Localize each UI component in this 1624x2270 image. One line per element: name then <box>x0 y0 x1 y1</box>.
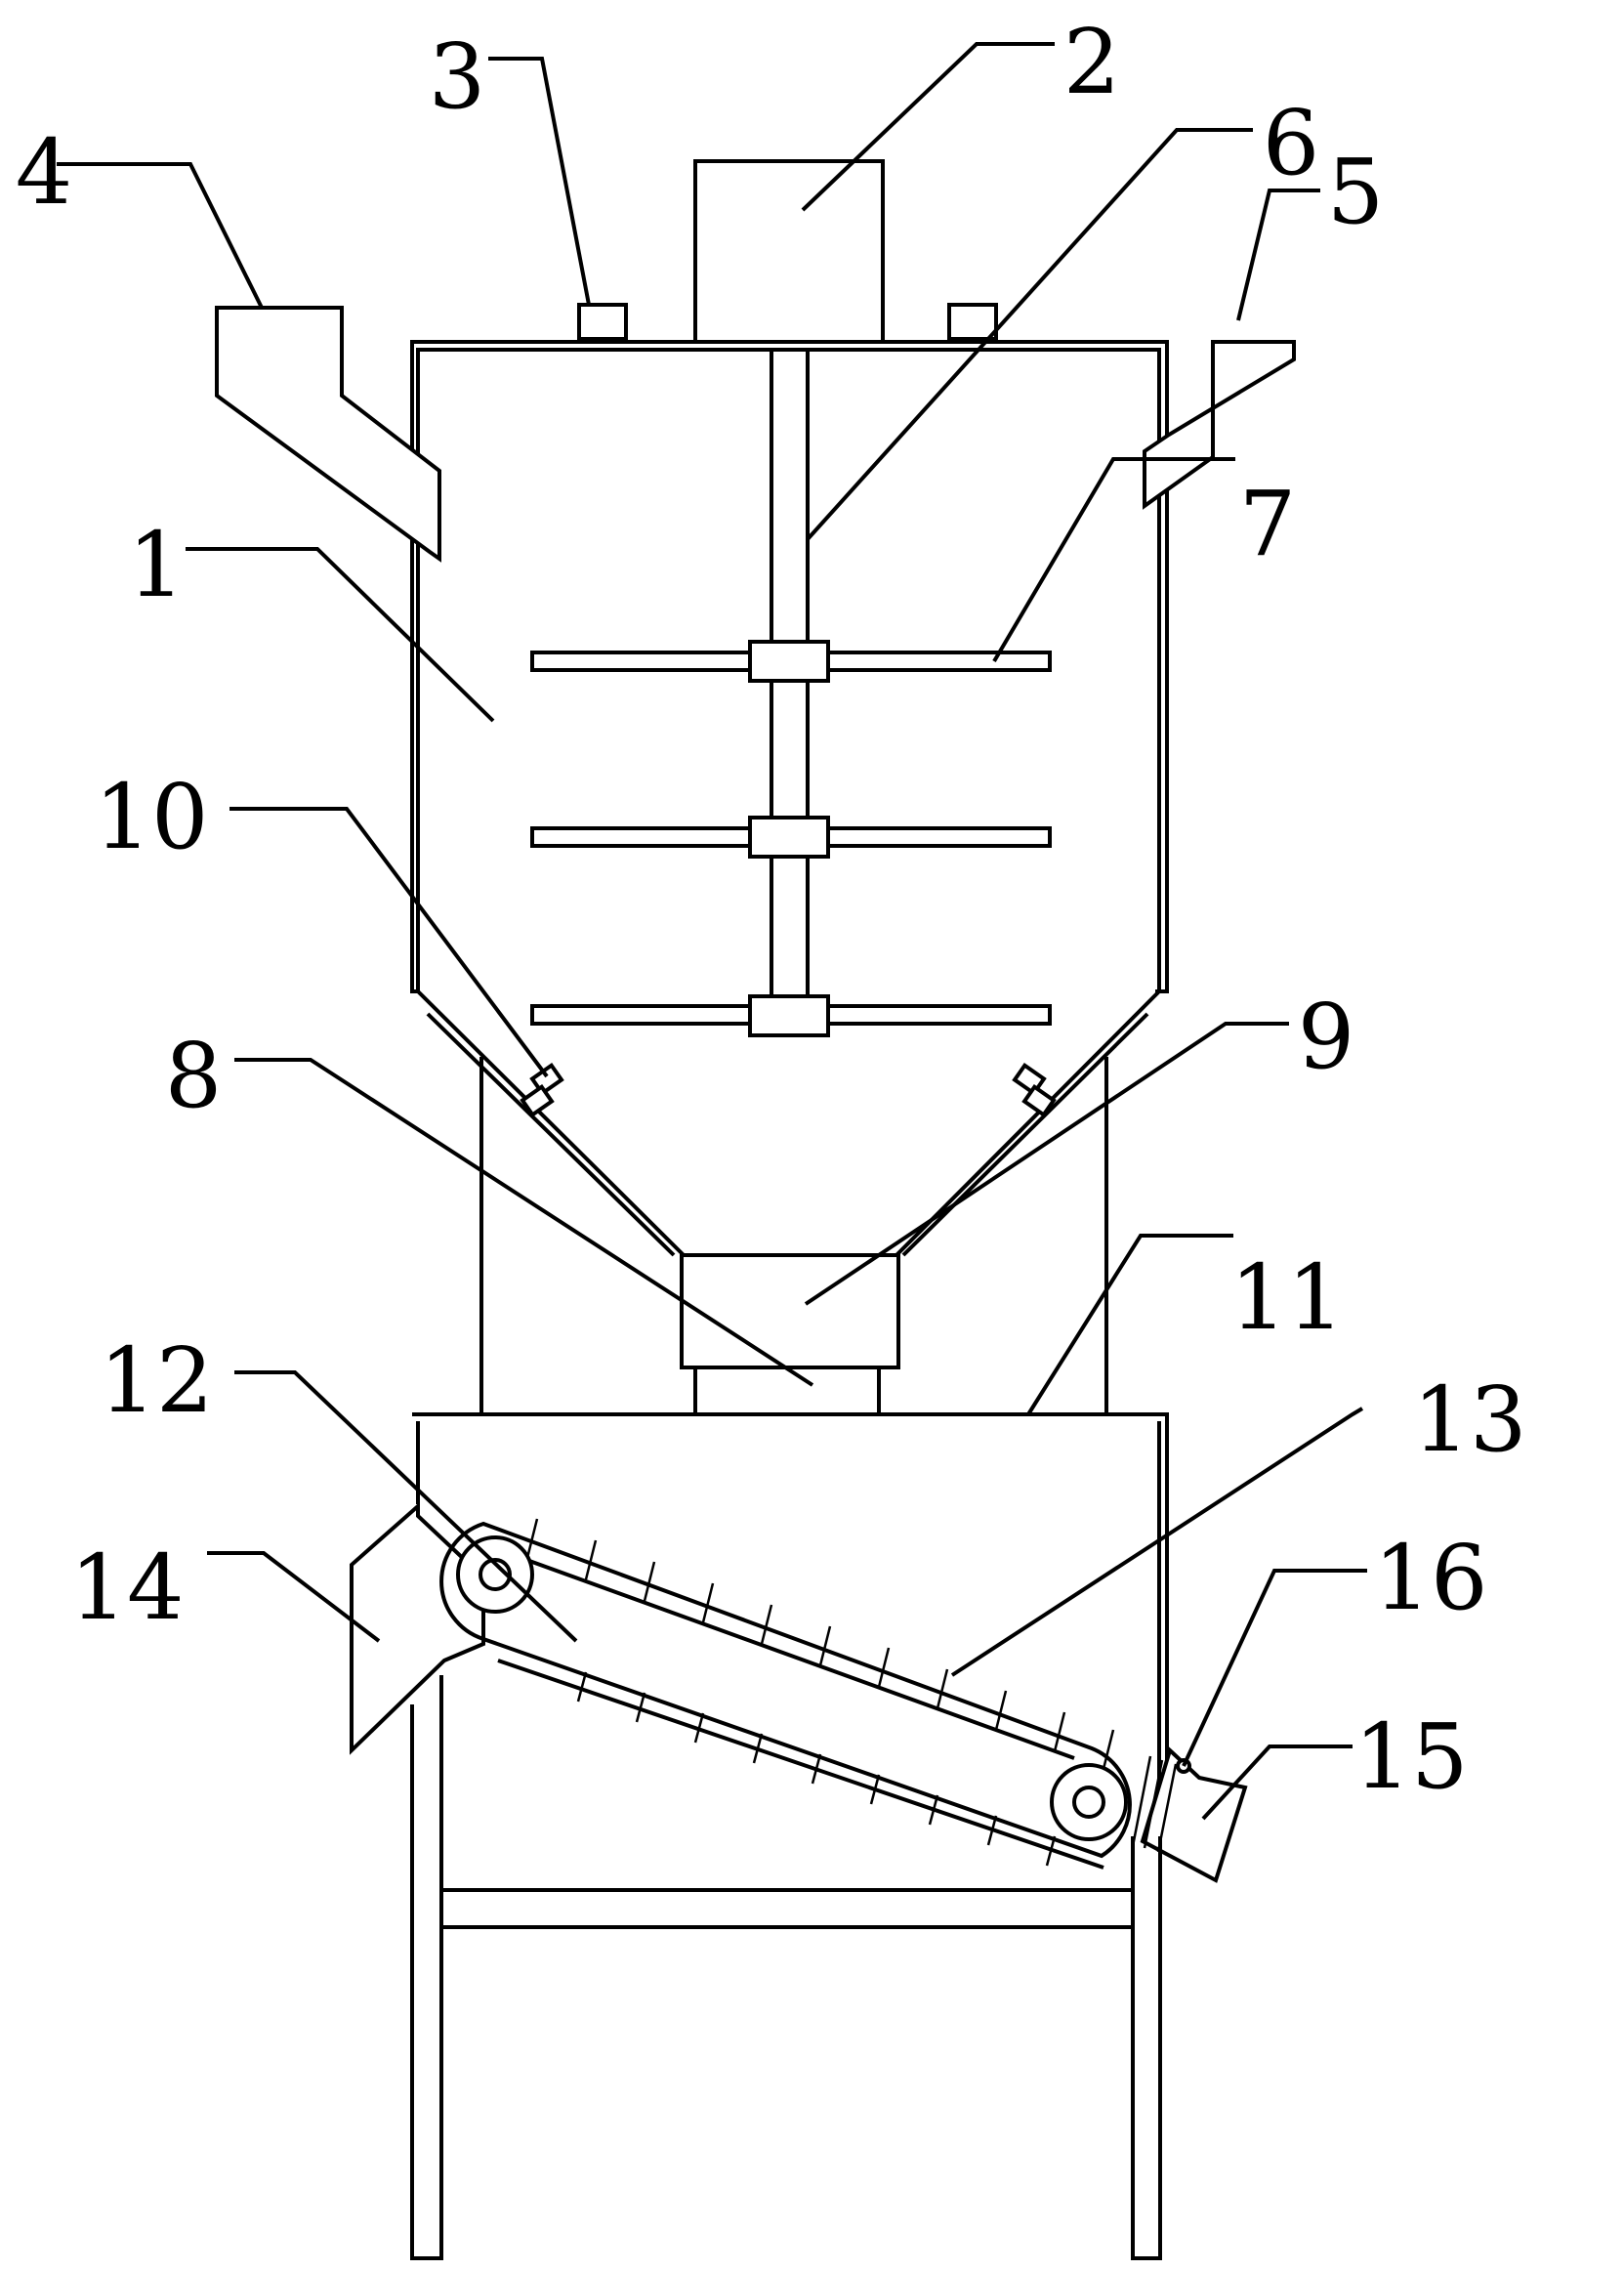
callout-2: 2 <box>1063 10 1121 114</box>
stirring-blades <box>530 640 1052 1037</box>
callout-6: 6 <box>1263 91 1320 195</box>
callout-13: 13 <box>1412 1367 1526 1472</box>
callout-labels: 1 2 3 4 5 6 7 8 9 10 11 12 13 14 15 16 <box>16 10 1527 1809</box>
callout-5: 5 <box>1327 140 1385 244</box>
inlet-hopper-left <box>215 306 441 563</box>
valves <box>520 1062 1057 1118</box>
callout-4: 4 <box>16 120 73 225</box>
callout-10: 10 <box>94 765 208 869</box>
conveyor-roller-right <box>1050 1763 1128 1841</box>
callout-15: 15 <box>1353 1704 1468 1809</box>
support-legs <box>410 1675 1162 2260</box>
callout-7: 7 <box>1239 472 1297 576</box>
callout-12: 12 <box>99 1328 213 1433</box>
callout-8: 8 <box>165 1024 223 1128</box>
callout-9: 9 <box>1298 985 1355 1089</box>
outlet-chute-right <box>1131 1746 1248 1883</box>
motor <box>693 159 885 344</box>
discharge-box <box>418 1253 1159 1416</box>
callout-3: 3 <box>429 24 486 129</box>
conveyor-belt <box>439 1518 1132 1870</box>
conveyor-roller-left <box>456 1535 534 1614</box>
outlet-chute-left <box>350 1501 485 1755</box>
callout-1: 1 <box>128 513 186 617</box>
top-bearing-left <box>577 303 628 341</box>
conical-bottom <box>416 989 1161 1414</box>
leader-lines <box>57 42 1367 1821</box>
callout-16: 16 <box>1373 1526 1487 1630</box>
inlet-hopper-right <box>1143 340 1296 510</box>
callout-14: 14 <box>69 1535 184 1640</box>
top-bearing-right <box>947 303 998 341</box>
callout-11: 11 <box>1229 1245 1344 1350</box>
